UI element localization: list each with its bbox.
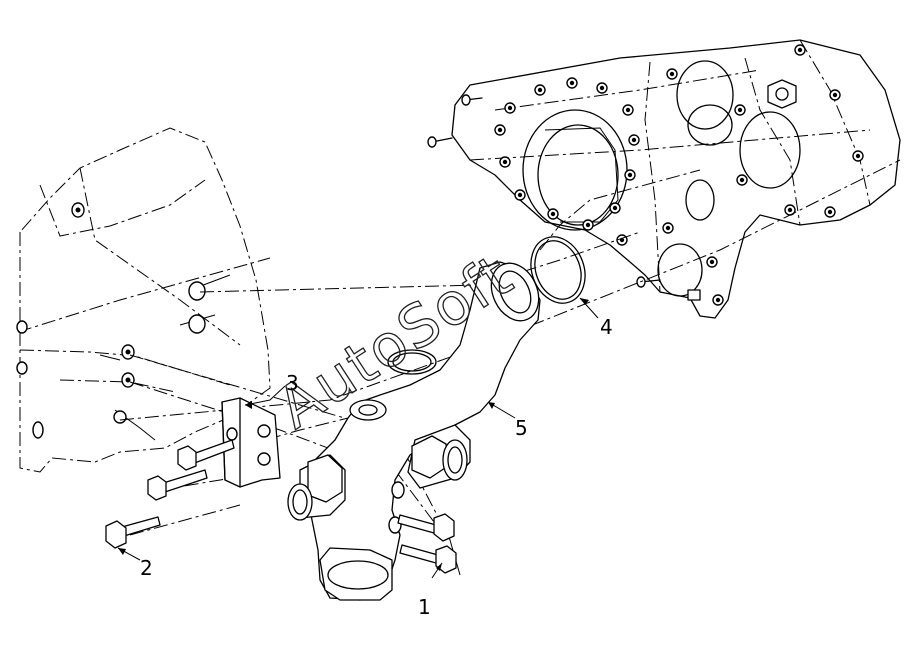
callout-1: 1 [418,595,431,619]
part-4-o-ring [530,236,586,304]
callout-5: 5 [515,416,528,440]
callout-3: 3 [286,371,299,395]
part-5-water-pipe [287,261,541,601]
part-1-bolts [397,513,457,574]
assembly-centerlines [119,159,901,576]
callout-4: 4 [600,315,613,339]
port-seal-ring [387,349,437,375]
callout-2: 2 [140,556,153,580]
callouts: 1 2 3 4 5 [117,297,613,619]
left-engine-housing [16,127,271,473]
part-3-bracket [221,397,281,488]
part-2-bolts [105,439,235,549]
gear-housing-cover [427,39,901,319]
